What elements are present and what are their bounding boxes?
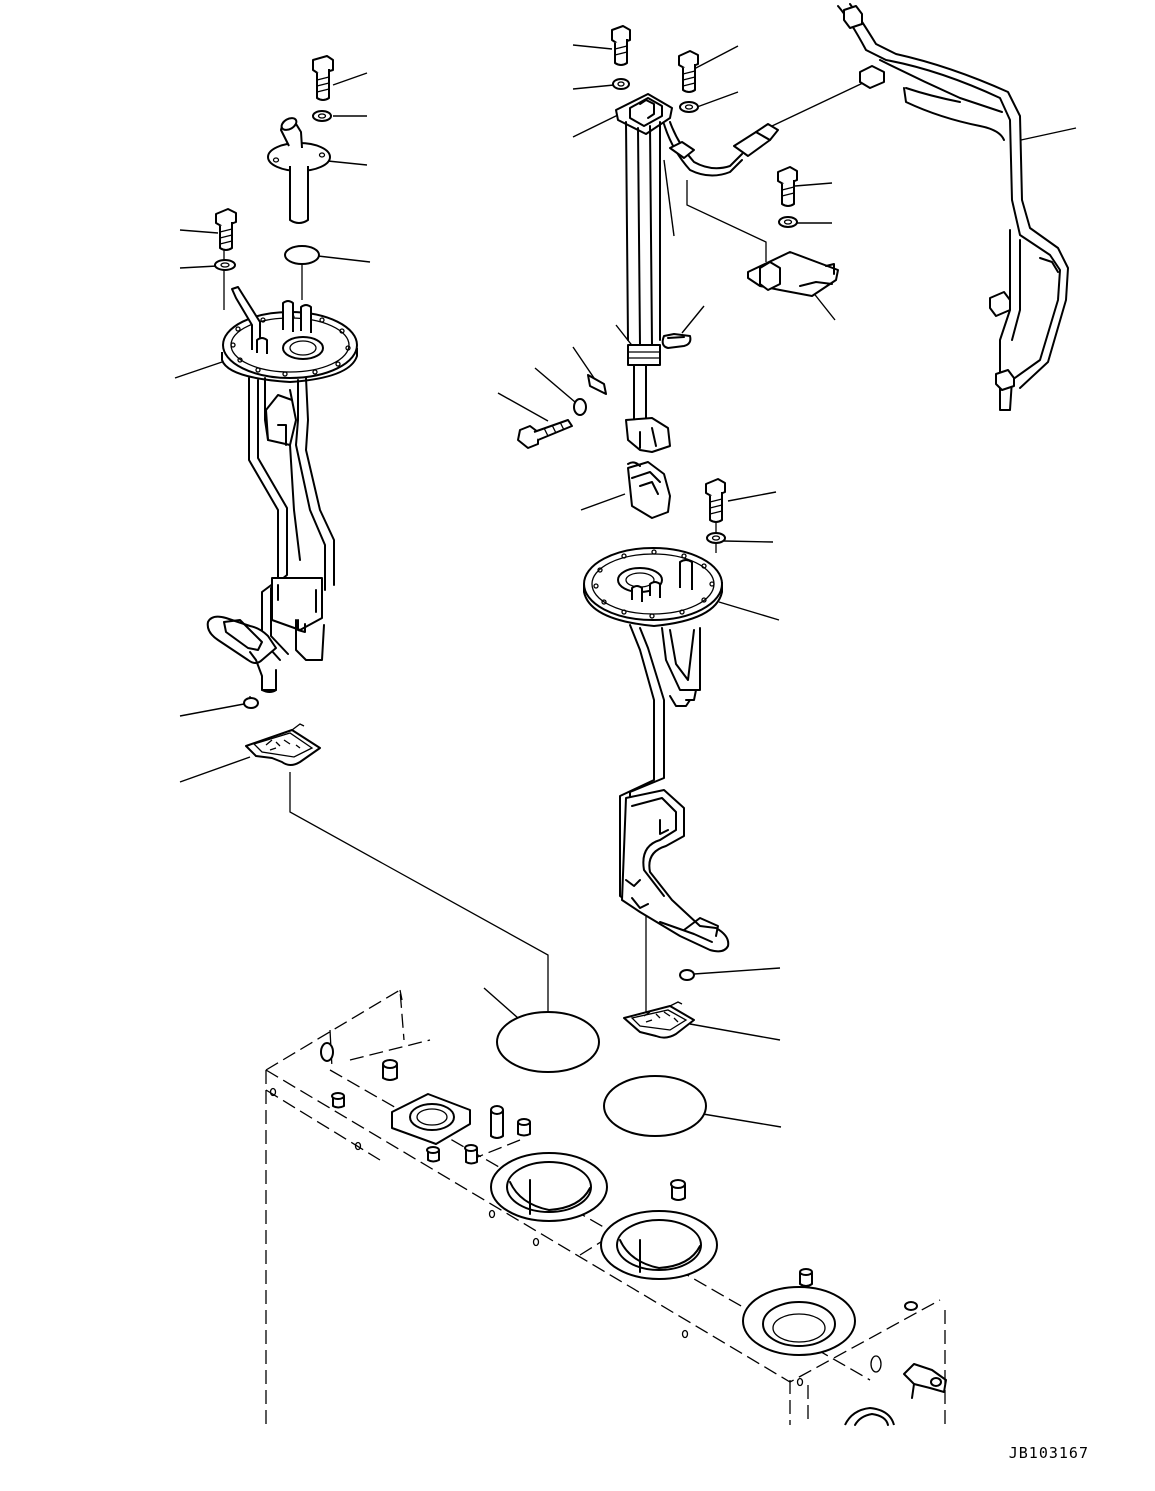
left-washer-top bbox=[312, 110, 332, 122]
leader-long-bolt bbox=[497, 392, 549, 422]
leader-right-bolt bbox=[727, 491, 777, 502]
leader-sensor-unit bbox=[580, 493, 626, 511]
right-bolt bbox=[705, 478, 726, 523]
leader-right-washer-top bbox=[696, 91, 739, 108]
left-bolt bbox=[215, 208, 237, 251]
right-washer bbox=[706, 532, 726, 544]
leader-left-oring bbox=[179, 703, 245, 717]
left-suction-tube bbox=[206, 377, 335, 693]
assembly-lines bbox=[223, 180, 767, 1012]
assembly-line-bracket bbox=[686, 180, 767, 262]
left-suction-assembly bbox=[206, 55, 358, 766]
leader-sender-rod bbox=[663, 159, 675, 237]
clamp bbox=[587, 374, 607, 395]
right-bolt-top bbox=[678, 50, 699, 93]
leader-right-flange bbox=[718, 601, 780, 621]
leader-gasket-disc bbox=[317, 255, 371, 263]
clip bbox=[661, 333, 692, 349]
leader-right-strainer bbox=[689, 1023, 781, 1041]
right-washer-top bbox=[679, 101, 699, 113]
tank-opening-mid bbox=[600, 1210, 718, 1280]
fuel-tank bbox=[265, 988, 947, 1426]
tank-square-port bbox=[391, 1093, 471, 1145]
leader-lines bbox=[174, 44, 1077, 1128]
leader-harness-connector bbox=[771, 81, 866, 127]
left-bolt-top bbox=[312, 55, 334, 101]
leader-sender-bolt bbox=[572, 44, 613, 50]
leader-bracket-bolt bbox=[794, 182, 833, 187]
sensor-unit bbox=[627, 461, 671, 519]
filler-neck bbox=[267, 117, 331, 224]
right-mounting-flange bbox=[583, 547, 723, 627]
tank-opening-left bbox=[490, 1152, 608, 1222]
right-oring-small bbox=[679, 969, 695, 981]
leader-left-strainer bbox=[179, 756, 251, 783]
bracket-washer bbox=[778, 216, 798, 228]
tank-opening-right bbox=[742, 1286, 856, 1356]
bracket-bolt bbox=[777, 166, 798, 207]
left-strainer bbox=[245, 723, 321, 766]
leader-left-bolt bbox=[179, 229, 219, 234]
leader-right-tank-ring bbox=[702, 1113, 782, 1128]
tank-end-bracket bbox=[844, 1301, 947, 1426]
sender-wire bbox=[663, 121, 779, 177]
leader-left-bolt-top bbox=[332, 72, 368, 86]
leader-sender-washer bbox=[572, 84, 615, 90]
leader-left-flange bbox=[174, 360, 226, 379]
leader-right-oring bbox=[693, 967, 781, 975]
left-tank-seal-ring bbox=[496, 1011, 600, 1073]
left-mounting-flange bbox=[221, 286, 358, 383]
leader-sender-plate bbox=[572, 112, 623, 138]
sender-bolt bbox=[611, 25, 631, 66]
sender-head-plate bbox=[615, 93, 673, 135]
right-suction-assembly bbox=[583, 478, 730, 1039]
center-washer bbox=[573, 398, 587, 416]
tank-bosses bbox=[331, 1059, 813, 1287]
left-washer bbox=[214, 259, 236, 271]
leader-clamp bbox=[572, 346, 595, 379]
harness-connector-low2 bbox=[995, 369, 1015, 391]
fuel-level-sender bbox=[517, 25, 779, 519]
leader-right-bolt-top bbox=[693, 45, 739, 70]
leader-center-washer bbox=[534, 367, 576, 403]
assembly-line-left bbox=[289, 772, 549, 1012]
leader-clip bbox=[681, 305, 705, 334]
leader-left-washer bbox=[179, 265, 218, 269]
harness-bracket bbox=[747, 166, 839, 297]
right-suction-tube bbox=[619, 624, 730, 953]
wiring-harness bbox=[837, 3, 1069, 411]
right-strainer bbox=[623, 1001, 695, 1039]
tank-small-holes bbox=[269, 1087, 882, 1387]
leader-right-washer bbox=[723, 540, 774, 543]
harness-connector-mid bbox=[859, 65, 885, 89]
harness-connector-top bbox=[843, 5, 863, 29]
gasket-disc bbox=[284, 245, 320, 265]
harness-connector-low1 bbox=[989, 291, 1011, 317]
long-bolt bbox=[517, 419, 573, 449]
drawing-id-label: JB103167 bbox=[1008, 1444, 1089, 1462]
leader-bracket bbox=[811, 290, 836, 321]
sender-washer bbox=[612, 78, 630, 90]
leader-harness-main bbox=[1020, 127, 1077, 141]
leader-left-tank-ring bbox=[483, 987, 519, 1019]
tank-hole-1 bbox=[320, 1042, 334, 1062]
sender-rod bbox=[625, 121, 671, 453]
left-oring-small bbox=[243, 697, 259, 709]
right-tank-seal-ring bbox=[603, 1075, 707, 1137]
